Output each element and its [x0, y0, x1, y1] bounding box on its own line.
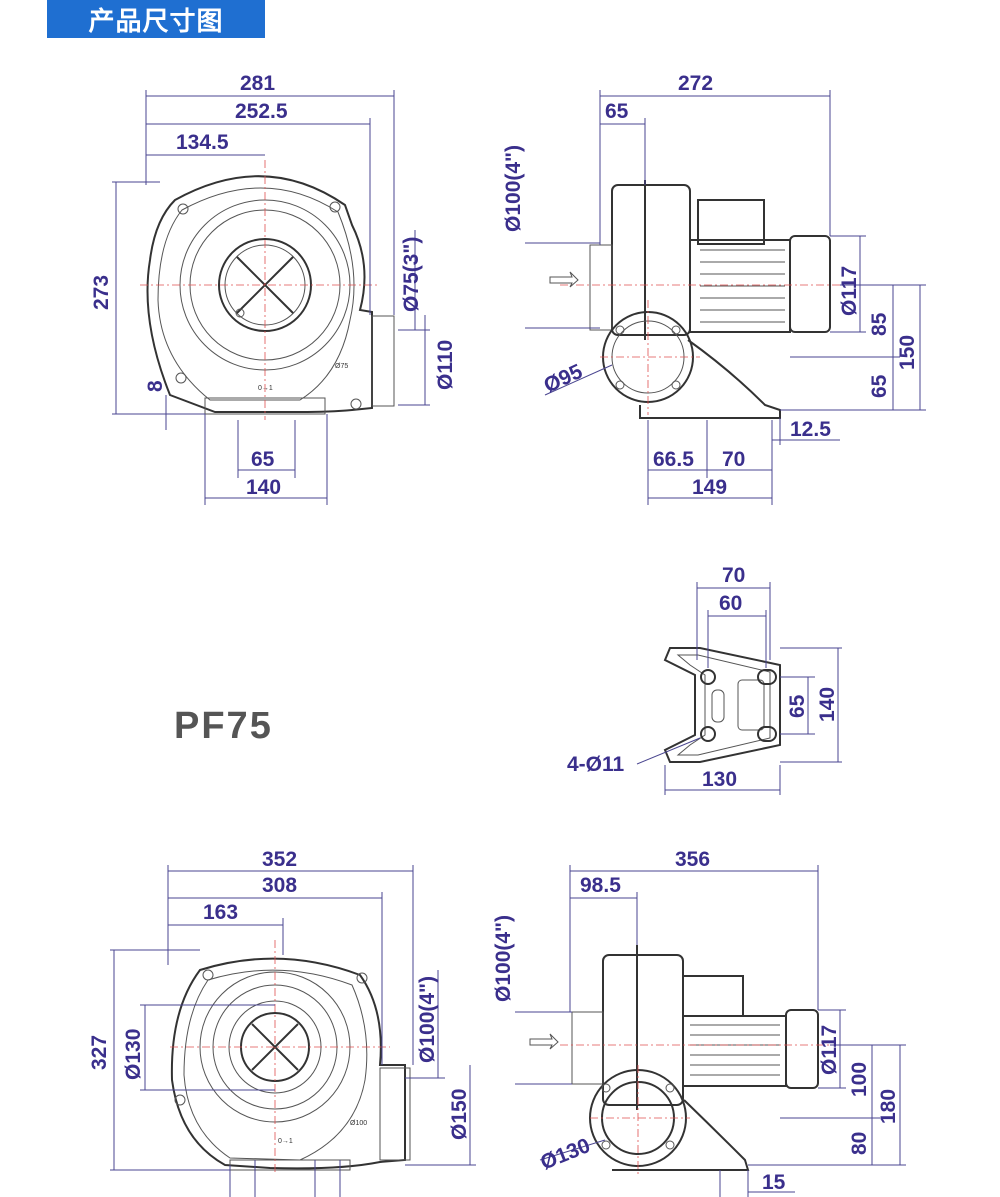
dim-140: 140 [246, 476, 281, 499]
dim-70: 70 [722, 448, 745, 471]
dim-327: 327 [88, 1035, 111, 1070]
rotation-mark: 0→1 [258, 385, 273, 392]
dim-outlet-110: Ø110 [434, 340, 457, 390]
dim-80: 80 [848, 1132, 871, 1155]
dim-65-side: 65 [605, 100, 629, 123]
rotation-mark-2: 0→1 [278, 1138, 293, 1145]
dim-98-5: 98.5 [580, 874, 621, 897]
dim-outlet-75: Ø75(3") [400, 237, 423, 312]
dim-outlet-150: Ø150 [448, 1089, 471, 1140]
dim-281: 281 [240, 72, 275, 95]
model-label: PF75 [174, 705, 273, 747]
dim-85: 85 [868, 312, 891, 336]
dim-252-5: 252.5 [235, 100, 288, 123]
page-title-banner: 产品尺寸图 [47, 0, 265, 38]
dim-272: 272 [678, 72, 713, 95]
dim-inlet-100-side: Ø100(4") [492, 915, 515, 1002]
dim-inlet-130: Ø130 [122, 1029, 145, 1080]
side-view-bottom: 356 98.5 Ø100(4") Ø117 100 180 80 Ø130 1… [492, 848, 906, 1197]
dim-352: 352 [262, 848, 297, 871]
dim-149: 149 [692, 476, 727, 499]
dim-mount-holes: 4-Ø11 [567, 753, 625, 776]
dim-8: 8 [144, 380, 167, 392]
dim-base-60: 60 [719, 592, 742, 615]
dim-163: 163 [203, 901, 238, 924]
dim-65: 65 [251, 448, 275, 471]
dim-273: 273 [90, 275, 113, 310]
dim-inlet-100: Ø100(4") [502, 145, 525, 232]
dim-inlet-130-side: Ø130 [537, 1134, 593, 1175]
front-view-top: Ø75 0→1 281 252.5 134.5 273 8 Ø75(3") Ø1… [90, 72, 457, 505]
dim-15: 15 [762, 1171, 786, 1194]
outlet-small-label: Ø75 [335, 363, 348, 370]
dim-180: 180 [877, 1089, 900, 1124]
dim-motor-117-2: Ø117 [818, 1025, 841, 1075]
dim-base-130: 130 [702, 768, 737, 791]
front-view-bottom: Ø100 0→1 352 308 163 327 Ø130 Ø100(4") Ø… [88, 848, 476, 1197]
dim-134-5: 134.5 [176, 131, 229, 154]
dim-base-140: 140 [816, 687, 839, 722]
dim-base-65: 65 [786, 694, 809, 718]
dim-308: 308 [262, 874, 297, 897]
dim-65-height: 65 [868, 374, 891, 398]
dim-base-70: 70 [722, 564, 745, 587]
base-plate-view: 70 60 65 140 4-Ø11 130 [567, 564, 842, 795]
dim-motor-117: Ø117 [838, 266, 861, 316]
outlet-small-label-2: Ø100 [350, 1120, 367, 1127]
dim-outlet-100: Ø100(4") [416, 976, 439, 1063]
dim-150: 150 [896, 335, 919, 370]
dim-356: 356 [675, 848, 710, 871]
side-view-top: 272 65 Ø100(4") Ø95 Ø117 85 150 65 12.5 … [502, 72, 926, 505]
dim-12-5: 12.5 [790, 418, 831, 441]
dim-66-5: 66.5 [653, 448, 694, 471]
dim-inlet-95: Ø95 [540, 360, 586, 398]
dim-100-height: 100 [848, 1062, 871, 1097]
